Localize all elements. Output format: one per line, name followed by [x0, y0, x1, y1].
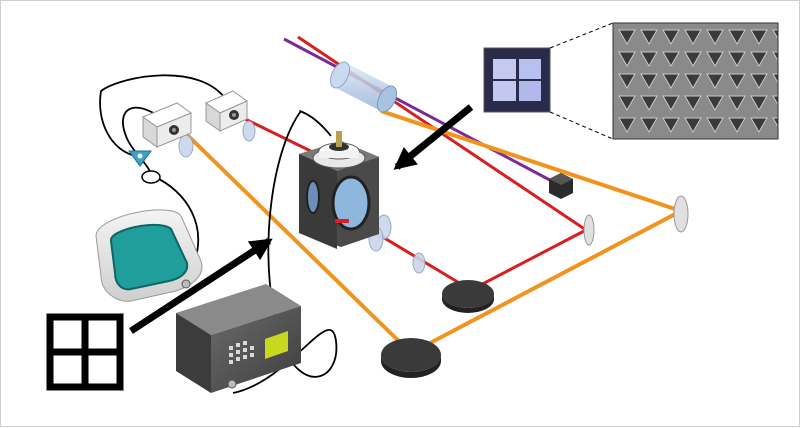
pointer-arrows [129, 104, 474, 334]
violet-beam [283, 37, 564, 189]
arrow-to-chamber [393, 104, 474, 170]
detector-triangle-icon [128, 150, 161, 184]
beam-dump-cube [549, 173, 573, 199]
function-generator-display [265, 331, 288, 359]
function-generator-keypad [229, 341, 254, 364]
arrow-from-window-icon [129, 238, 273, 334]
cable-detector-left [122, 106, 164, 177]
sem-triangle-array [612, 22, 779, 140]
sample-chip [483, 47, 551, 113]
probe-beam-return [470, 228, 587, 292]
function-generator [176, 284, 301, 393]
cable-chamber [299, 110, 332, 137]
mirror-middle [583, 214, 595, 246]
vacuum-chamber [299, 131, 379, 249]
mirror-bottom-center [442, 280, 494, 308]
photodetector-left [141, 102, 193, 148]
cable-detector-right [99, 74, 228, 157]
photodetector-right [204, 90, 249, 132]
chamber-window [331, 175, 371, 231]
pump-beam-top [380, 109, 682, 213]
pump-beam-detector [174, 122, 413, 355]
mirrors [381, 195, 689, 378]
cable-function-generator [232, 110, 338, 394]
cylindrical-lens [329, 61, 398, 113]
mirror-bottom-left [381, 338, 441, 372]
window-frame-icon [46, 313, 124, 391]
sem-inset [549, 22, 779, 140]
mirror-right [673, 195, 689, 233]
pump-beam-return [410, 209, 682, 355]
oscilloscope-monitor [95, 209, 203, 302]
